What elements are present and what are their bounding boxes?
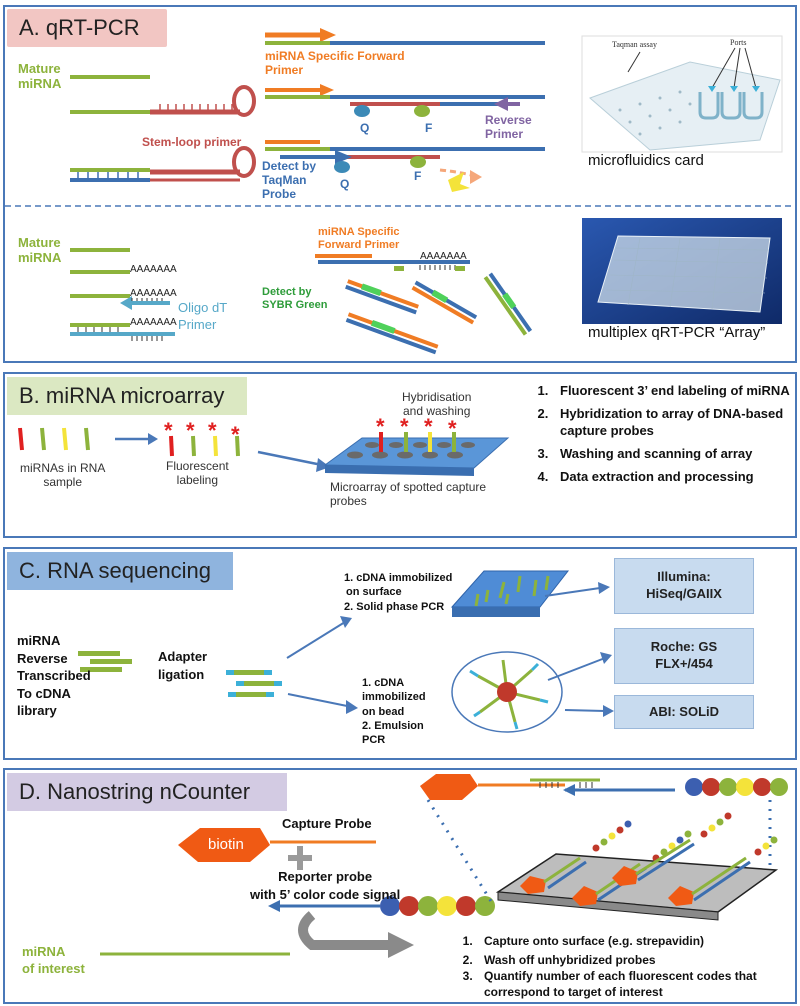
panel-d-title: D. Nanostring nCounter [7,773,287,811]
panel-c-title: C. RNA sequencing [7,552,233,590]
ports-label: Ports [730,38,747,47]
microarray-step-2: Hybridization to array of DNA-based capt… [552,406,800,440]
quencher-q-label: Q [360,121,370,135]
star-5: * [376,414,385,439]
polya-tail-4: AAAAAAA [420,251,467,262]
star-1: * [164,418,173,443]
capture-probe-label: Capture Probe [282,816,372,831]
quencher-q2-label: Q [340,177,350,191]
stem-loop-label: Stem-loop primer [142,135,242,149]
polya-tail-1: AAAAAAA [130,264,177,275]
fluor-f2-label: F [414,169,422,183]
microarray-step-4: Data extraction and processing [552,469,800,486]
nanostring-steps: Capture onto surface (e.g. strepavidin) … [454,932,800,1000]
nanostring-step-2: Wash off unhybridized probes [476,951,800,970]
polya-tail-2: AAAAAAA [130,288,177,299]
illumina-platform-box: Illumina:HiSeq/GAIIX [614,558,754,614]
star-2: * [186,418,195,443]
panel-a-graphics [5,28,795,355]
polya-tail-3: AAAAAAA [130,317,177,328]
microfluidics-card-label: microfluidics card [588,152,704,169]
abi-platform-box: ABI: SOLiD [614,695,754,729]
nanostring-step-1: Capture onto surface (e.g. strepavidin) [476,932,800,951]
multiplex-array-label: multiplex qRT-PCR “Array” [588,324,766,341]
star-8: * [448,416,457,441]
biotin-label: biotin [208,836,244,853]
panel-b-graphics [18,427,510,476]
microarray-step-3: Washing and scanning of array [552,446,800,463]
nanostring-step-3: Quantify number of each fluorescent code… [476,969,800,1000]
panel-a-title: A. qRT-PCR [7,9,167,47]
star-7: * [424,414,433,439]
star-3: * [208,418,217,443]
star-4: * [231,422,240,447]
star-6: * [400,414,409,439]
panel-b-title: B. miRNA microarray [7,377,247,415]
microarray-steps: Fluorescent 3’ end labeling of miRNA Hyb… [530,383,800,485]
panel-c-graphics [78,570,614,733]
fluor-f-label: F [425,121,433,135]
microarray-step-1: Fluorescent 3’ end labeling of miRNA [552,383,800,400]
taqman-assay-label: Taqman assay [612,40,657,49]
